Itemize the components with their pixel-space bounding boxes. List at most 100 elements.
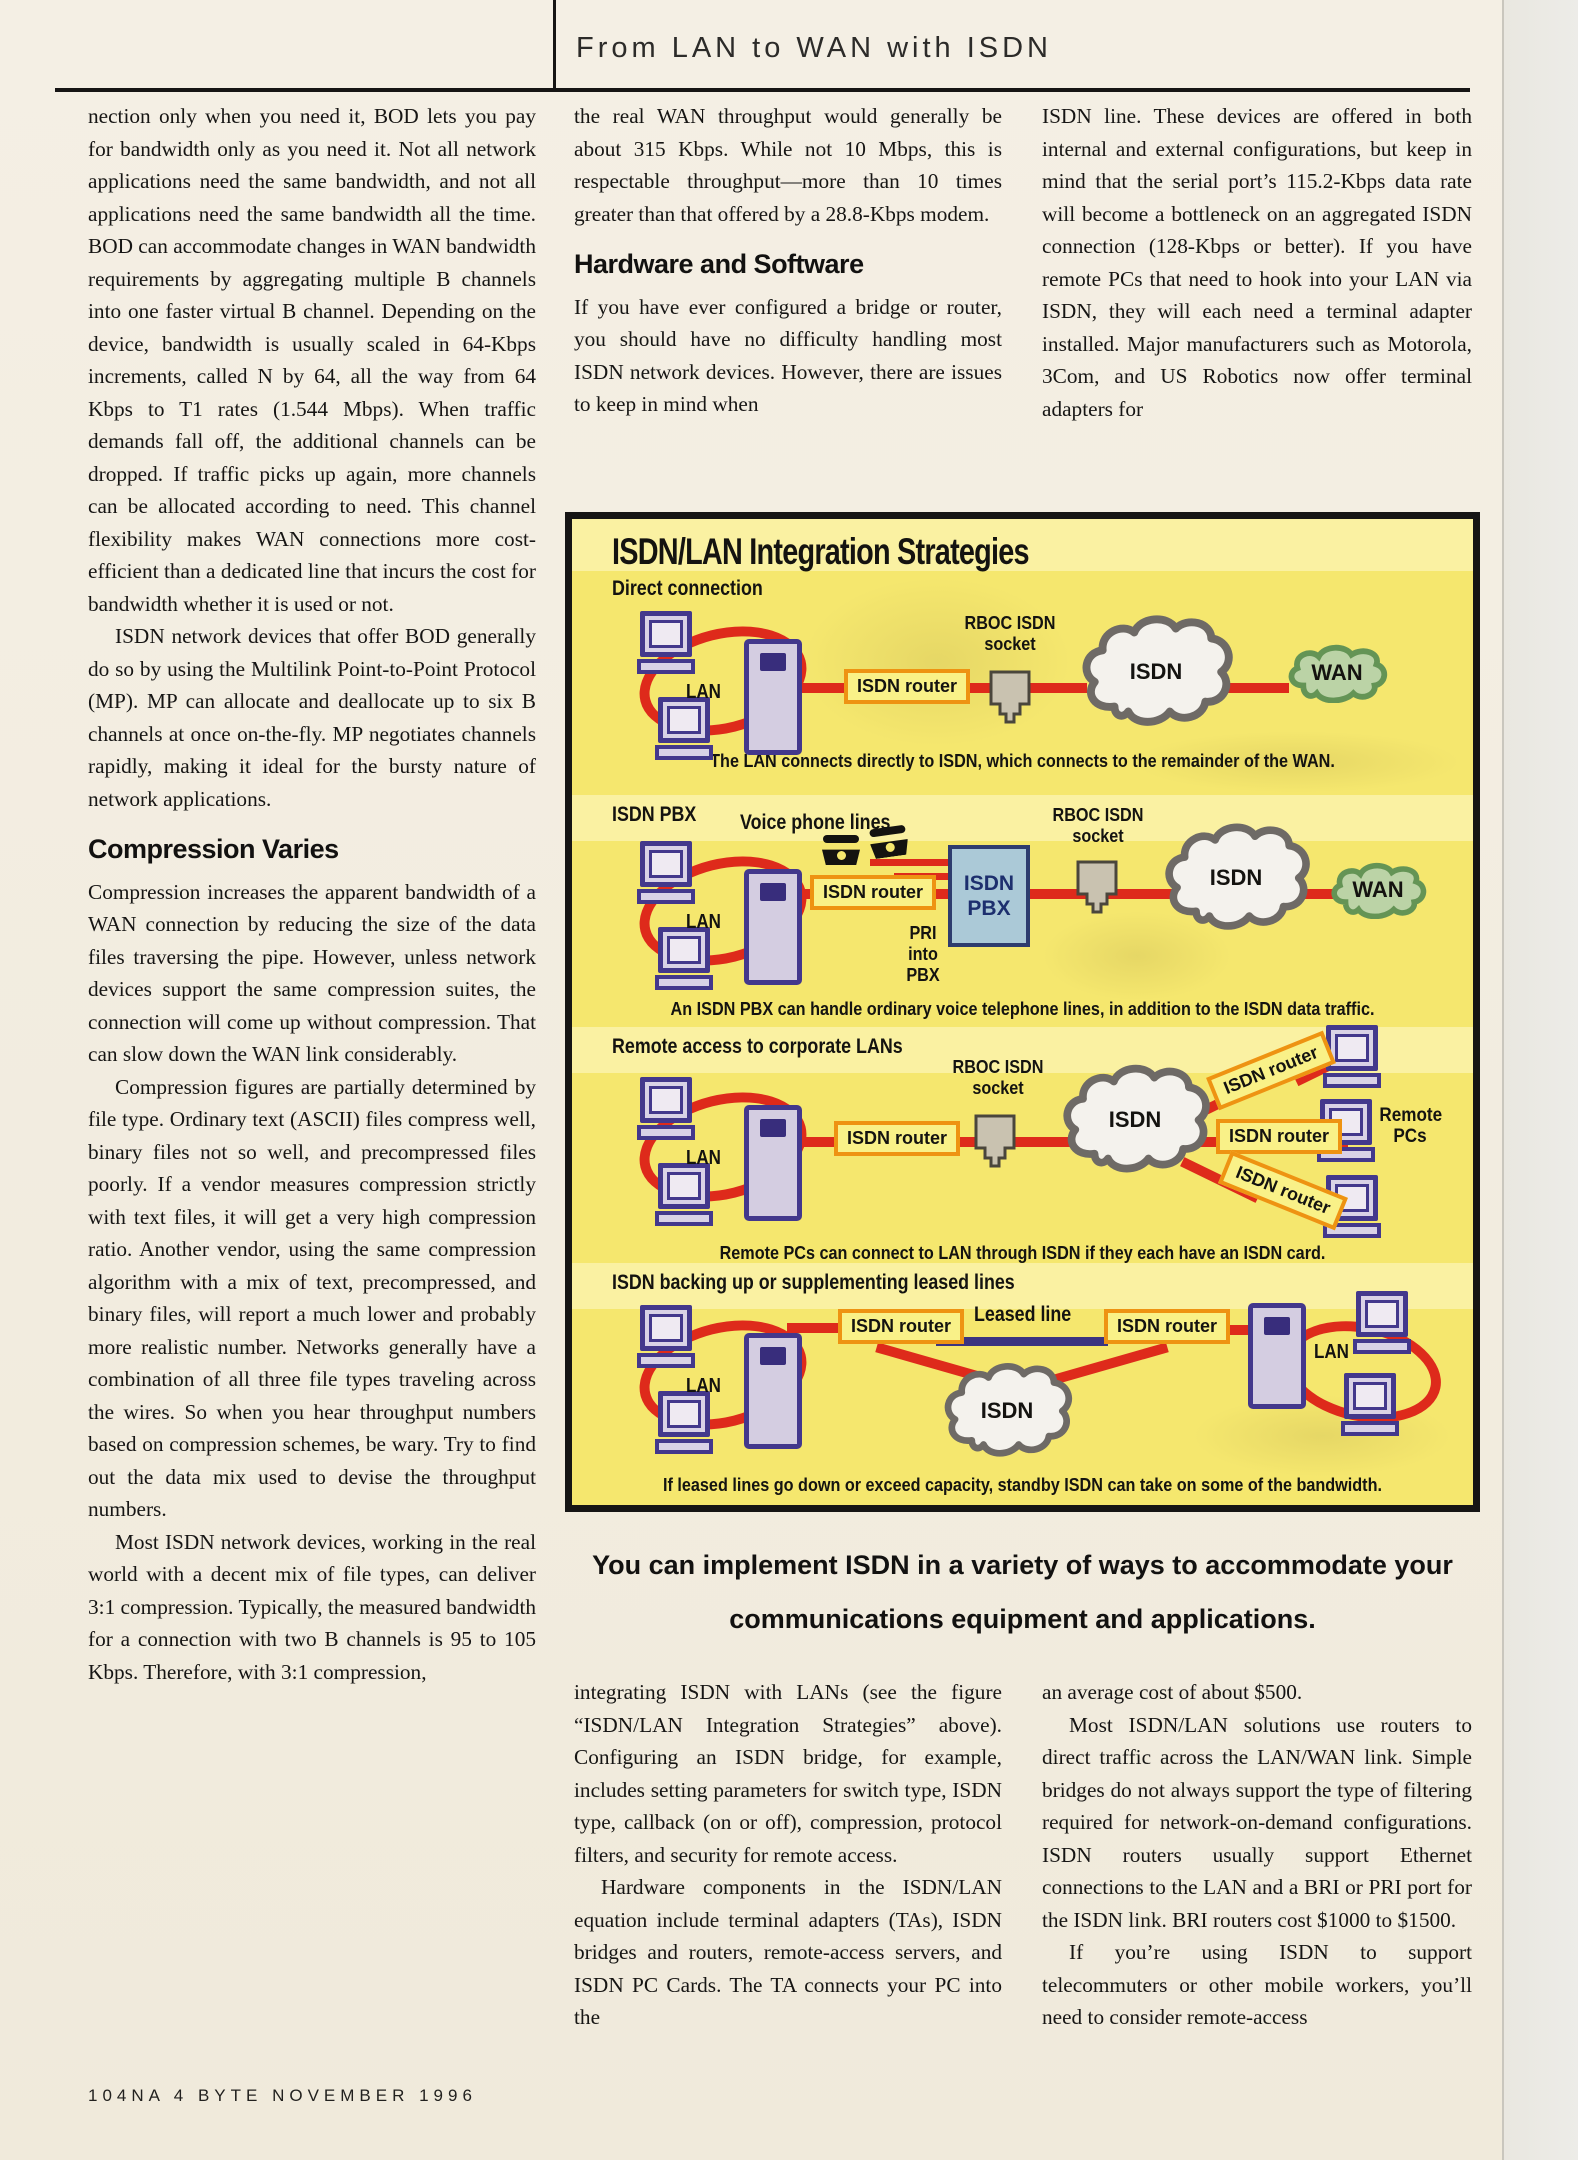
computer-icon [637, 1077, 695, 1140]
rboc-socket-label: RBOC ISDN socket [951, 613, 1070, 655]
row4-label: ISDN backing up or supplementing leased … [612, 1271, 1015, 1294]
isdn-pbx-box: ISDN PBX [948, 845, 1030, 947]
article-column-1: nection only when you need it, BOD lets … [88, 100, 536, 1688]
computer-icon [655, 1163, 713, 1226]
article-paragraph: an average cost of about $500. [1042, 1680, 1303, 1704]
server-icon [1248, 1303, 1306, 1409]
remote-pc-icon [1323, 1025, 1381, 1088]
wan-cloud-label: WAN [1311, 660, 1363, 685]
rboc-socket-label: RBOC ISDN socket [939, 1057, 1058, 1099]
header-rule [55, 88, 1470, 92]
rboc-socket-icon [1074, 859, 1120, 920]
pri-line2: into [908, 944, 938, 964]
pri-line3: PBX [906, 965, 940, 985]
header-divider-line [553, 0, 556, 90]
isdn-cloud-label: ISDN [980, 1398, 1034, 1423]
lan-label: LAN [686, 1375, 721, 1397]
isdn-router-box: ISDN router [810, 875, 937, 910]
wan-cloud: WAN [1284, 643, 1390, 704]
figure-standfirst: You can implement ISDN in a variety of w… [565, 1538, 1480, 1646]
remote-pcs-label: Remote PCs [1379, 1105, 1443, 1147]
isdn-line [787, 1323, 849, 1333]
rboc-socket-label: RBOC ISDN socket [1039, 805, 1158, 847]
pbx-line2: PBX [967, 897, 1011, 920]
row3-caption: Remote PCs can connect to LAN through IS… [719, 1243, 1326, 1263]
pri-line1: PRI [909, 923, 937, 943]
row1-label: Direct connection [612, 577, 763, 600]
rboc-socket-icon [972, 1113, 1018, 1174]
row1-caption: The LAN connects directly to ISDN, which… [710, 751, 1335, 771]
isdn-cloud-label: ISDN [1129, 659, 1183, 684]
computer-icon [637, 611, 695, 674]
article-paragraph: the real WAN throughput would generally … [574, 104, 1002, 226]
article-column-3-bottom: an average cost of about $500. Most ISDN… [1042, 1676, 1472, 2034]
page-scan-edge [1502, 0, 1578, 2160]
isdn-router-box: ISDN router [834, 1121, 961, 1156]
figure-standfirst-line2: communications equipment and application… [729, 1604, 1316, 1634]
telephone-icon [822, 835, 860, 865]
lan-label: LAN [686, 911, 721, 933]
isdn-cloud-label: ISDN [1209, 865, 1263, 890]
computer-icon [1341, 1373, 1399, 1436]
section-heading: Compression Varies [88, 834, 339, 864]
figure-shade-band [572, 519, 1473, 571]
isdn-router-box: ISDN router [838, 1309, 965, 1344]
isdn-router-box: ISDN router [844, 669, 971, 704]
row4-caption: If leased lines go down or exceed capaci… [663, 1475, 1382, 1495]
article-column-2-bottom: integrating ISDN with LANs (see the figu… [574, 1676, 1002, 2034]
pri-into-pbx-label: PRI into PBX [892, 923, 955, 986]
wan-cloud-label: WAN [1352, 877, 1404, 902]
rboc-socket-icon [987, 669, 1033, 730]
running-head: From LAN to WAN with ISDN [576, 32, 1052, 64]
row3-label: Remote access to corporate LANs [612, 1035, 903, 1058]
telephone-icon [868, 824, 910, 860]
lan-label: LAN [686, 681, 721, 703]
article-paragraph: ISDN network devices that offer BOD gene… [88, 624, 536, 811]
server-icon [744, 1105, 802, 1221]
isdn-cloud: ISDN [1077, 611, 1235, 733]
isdn-cloud-label: ISDN [1108, 1107, 1162, 1132]
computer-icon [1353, 1291, 1411, 1354]
leased-line [936, 1337, 1108, 1346]
figure-shade-band [572, 795, 1473, 841]
rboc-line1: RBOC ISDN [952, 1057, 1044, 1077]
computer-icon [637, 841, 695, 904]
isdn-line [1217, 683, 1289, 693]
print-bleedthrough [1042, 911, 1232, 1001]
isdn-router-box: ISDN router [1216, 1119, 1343, 1154]
article-paragraph: If you’re using ISDN to support telecomm… [1042, 1940, 1472, 2029]
article-paragraph: Compression figures are partially determ… [88, 1074, 536, 1522]
voice-phone-lines-label: Voice phone lines [740, 811, 891, 834]
computer-icon [655, 697, 713, 760]
isdn-router-box: ISDN router [1218, 1150, 1348, 1231]
article-paragraph: integrating ISDN with LANs (see the figu… [574, 1680, 1002, 1867]
figure-standfirst-line1: You can implement ISDN in a variety of w… [592, 1550, 1453, 1580]
isdn-lan-integration-figure: ISDN/LAN Integration Strategies Direct c… [565, 512, 1480, 1512]
isdn-cloud: ISDN [1160, 817, 1312, 939]
voice-line [870, 859, 952, 866]
lan-label: LAN [686, 1147, 721, 1169]
server-icon [744, 869, 802, 985]
rboc-line2: socket [984, 634, 1036, 654]
rboc-line2: socket [1072, 826, 1124, 846]
wan-cloud: WAN [1327, 861, 1429, 920]
lan-label: LAN [1314, 1341, 1349, 1363]
article-paragraph: ISDN line. These devices are offered in … [1042, 104, 1472, 421]
print-bleedthrough [802, 577, 1072, 747]
isdn-cloud: ISDN [1058, 1057, 1212, 1183]
article-column-3-top: ISDN line. These devices are offered in … [1042, 100, 1472, 425]
row2-label: ISDN PBX [612, 803, 697, 826]
print-bleedthrough [1192, 1395, 1452, 1477]
article-paragraph: Most ISDN/LAN solutions use routers to d… [1042, 1712, 1472, 1932]
figure-shade-band [572, 1263, 1473, 1309]
isdn-cloud: ISDN [940, 1355, 1074, 1467]
page-folio: 104NA 4 BYTE NOVEMBER 1996 [88, 2086, 477, 2105]
figure-title: ISDN/LAN Integration Strategies [612, 531, 1030, 572]
article-paragraph: If you have ever configured a bridge or … [574, 294, 1002, 417]
server-icon [744, 639, 802, 755]
rboc-line1: RBOC ISDN [1052, 805, 1144, 825]
computer-icon [655, 1391, 713, 1454]
server-icon [744, 1333, 802, 1449]
isdn-router-box: ISDN router [1104, 1309, 1231, 1344]
computer-icon [637, 1305, 695, 1368]
